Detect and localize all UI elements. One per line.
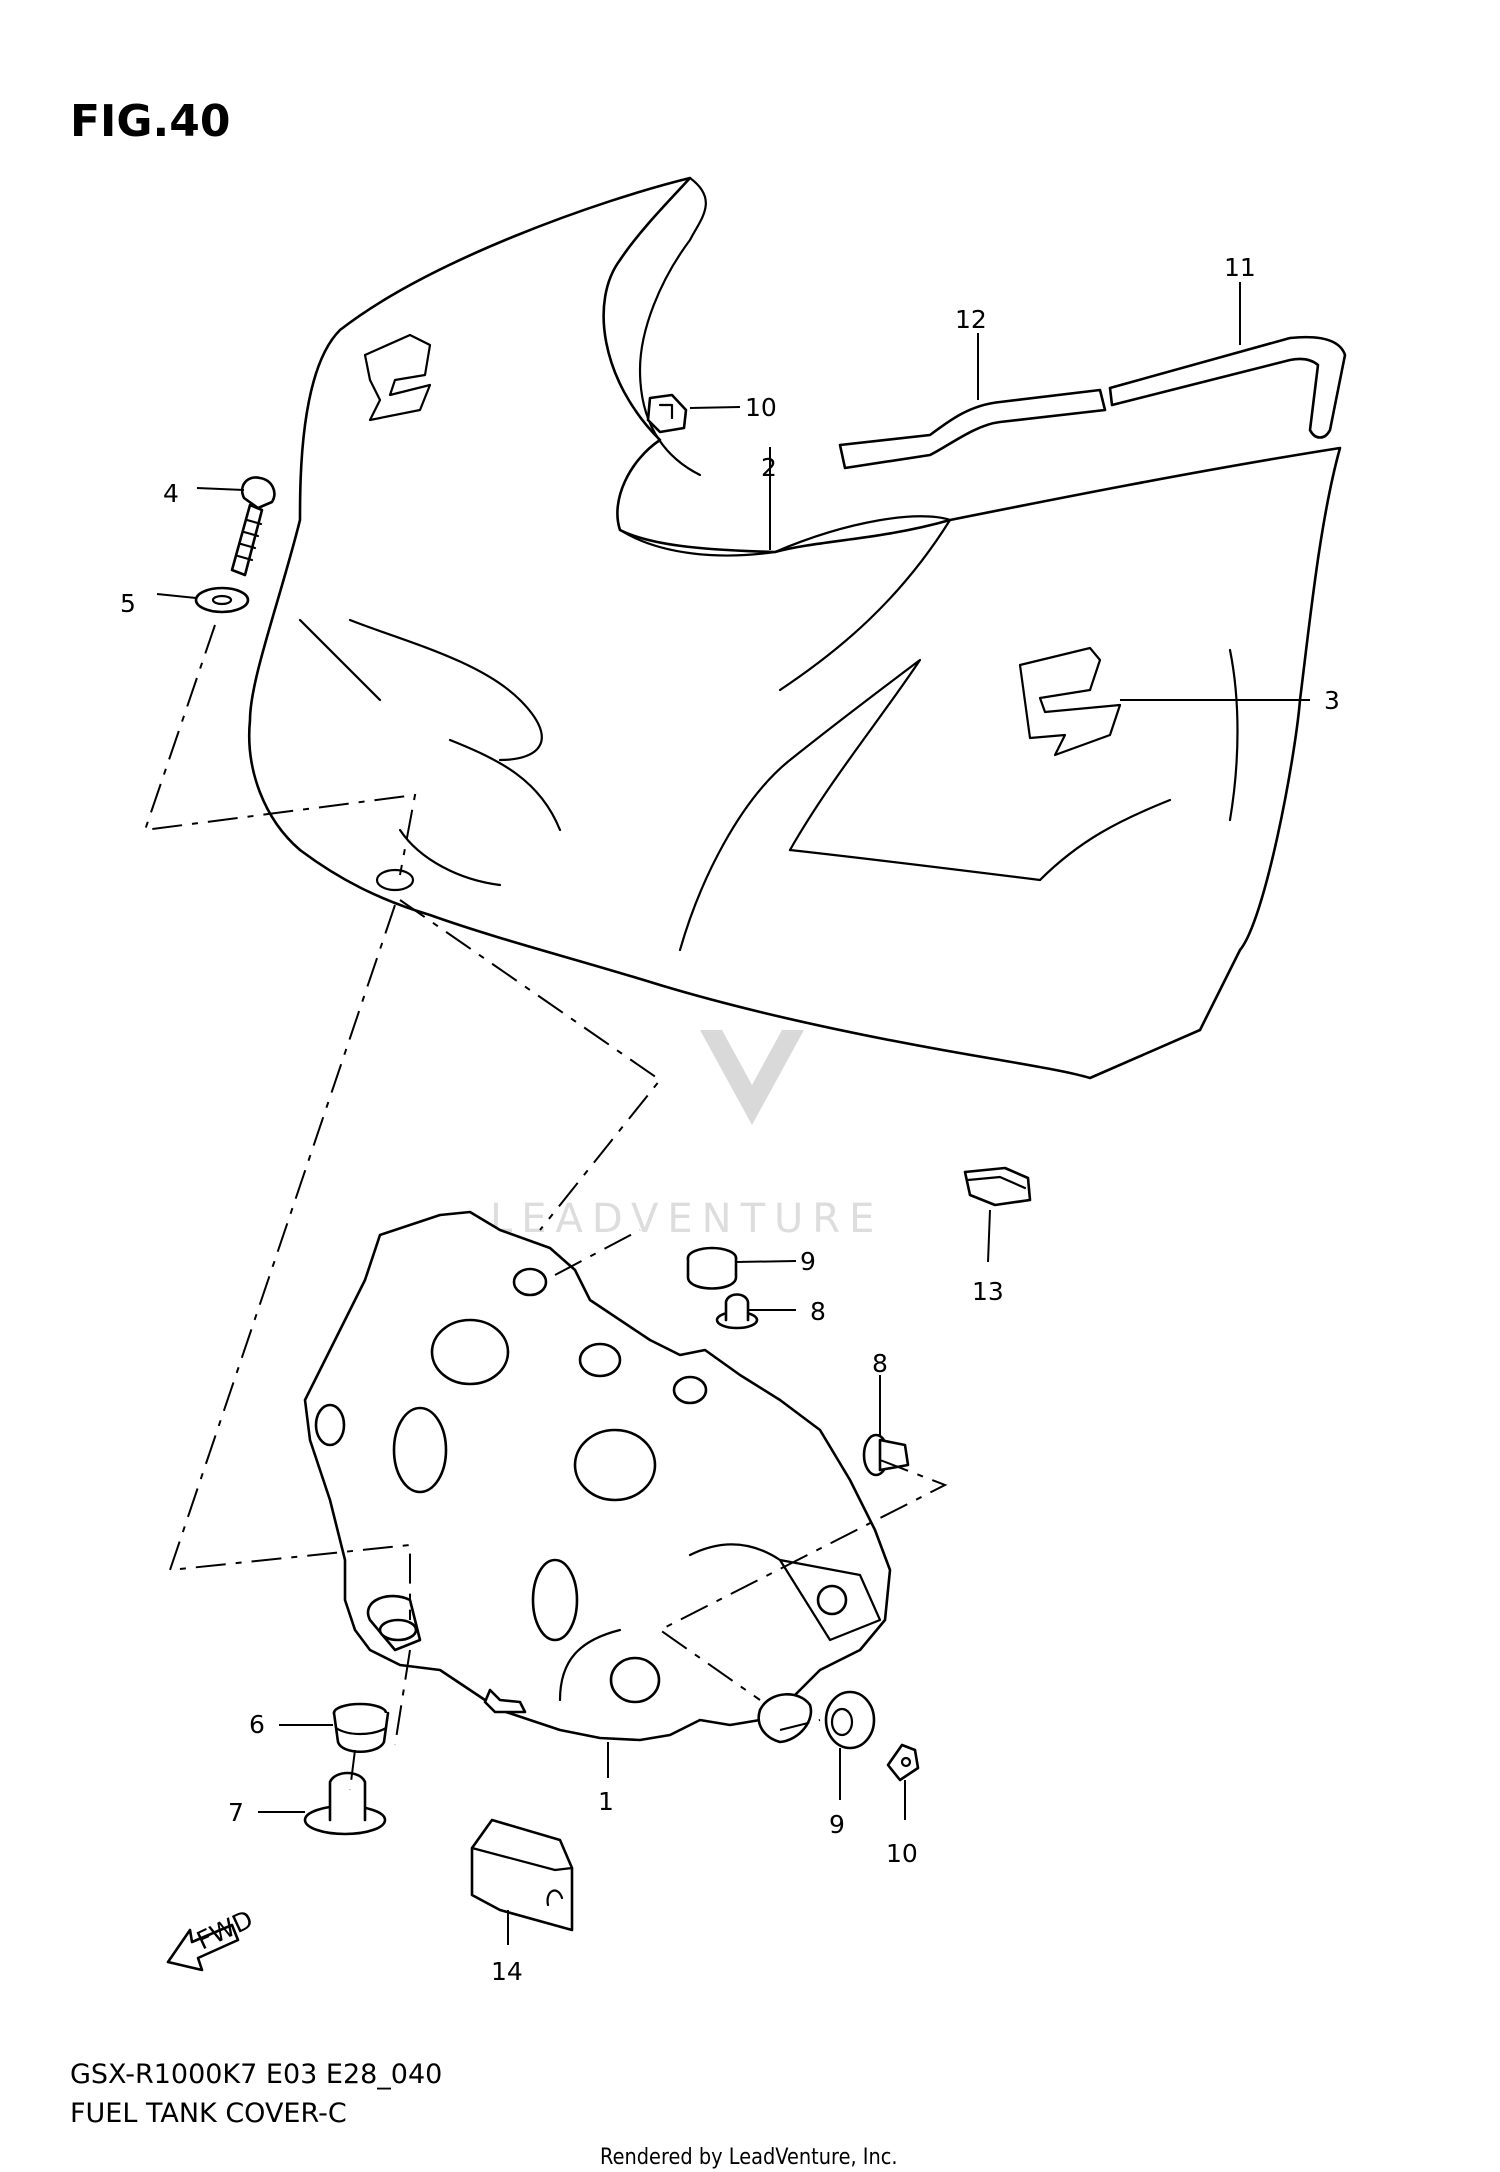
part-12-trim-strip <box>838 388 1107 470</box>
part-9-grommet-upper <box>686 1246 738 1290</box>
callout-6: 6 <box>249 1710 265 1739</box>
callout-2: 2 <box>761 453 777 482</box>
callout-3: 3 <box>1324 686 1340 715</box>
part-8-collar-right <box>862 1433 910 1477</box>
part-1-bracket <box>303 1210 892 1744</box>
callout-9-upper: 9 <box>800 1247 816 1276</box>
part-9-grommet-lower <box>824 1690 876 1750</box>
callout-10-upper: 10 <box>745 393 777 422</box>
watermark-text: LEADVENTURE <box>490 1196 883 1242</box>
part-6-grommet <box>332 1702 390 1754</box>
callout-5: 5 <box>120 589 136 618</box>
assembly-lines <box>143 624 948 1791</box>
callout-11: 11 <box>1224 253 1256 282</box>
leader-lines <box>156 282 1310 1945</box>
fwd-arrow-icon <box>166 1923 240 1972</box>
callout-8-upper: 8 <box>810 1297 826 1326</box>
fwd-label: FWD <box>192 1904 257 1955</box>
rendered-by-footer: Rendered by LeadVenture, Inc. <box>600 2145 898 2170</box>
callout-4: 4 <box>163 479 179 508</box>
callout-7: 7 <box>228 1798 244 1827</box>
callout-8-right: 8 <box>872 1349 888 1378</box>
part-10-clip-top <box>646 393 688 434</box>
part-3-suzuki-emblem <box>1018 646 1122 757</box>
part-11-trim-strip <box>1108 335 1347 439</box>
model-code: GSX-R1000K7 E03 E28_040 <box>70 2059 443 2090</box>
part-5-washer <box>194 586 250 614</box>
callout-1: 1 <box>598 1787 614 1816</box>
part-7-collar <box>303 1771 387 1836</box>
part-4-bolt <box>230 476 276 577</box>
figure-title: FIG.40 <box>70 96 231 147</box>
callout-numbers: 1 2 3 4 5 6 7 8 8 9 9 10 10 11 12 13 14 <box>120 253 1340 1986</box>
part-2-fuel-tank-cover <box>247 176 1342 1080</box>
callout-10-lower: 10 <box>886 1839 918 1868</box>
callout-14: 14 <box>491 1957 523 1986</box>
callout-12: 12 <box>955 305 987 334</box>
part-10-clip-lower <box>886 1743 920 1782</box>
part-8-collar-upper <box>715 1293 759 1330</box>
part-13-cushion <box>963 1166 1032 1207</box>
callout-13: 13 <box>972 1277 1004 1306</box>
part-14-cushion-block <box>470 1818 574 1932</box>
callout-9-lower: 9 <box>829 1810 845 1839</box>
diagram-name: FUEL TANK COVER-C <box>70 2098 347 2129</box>
